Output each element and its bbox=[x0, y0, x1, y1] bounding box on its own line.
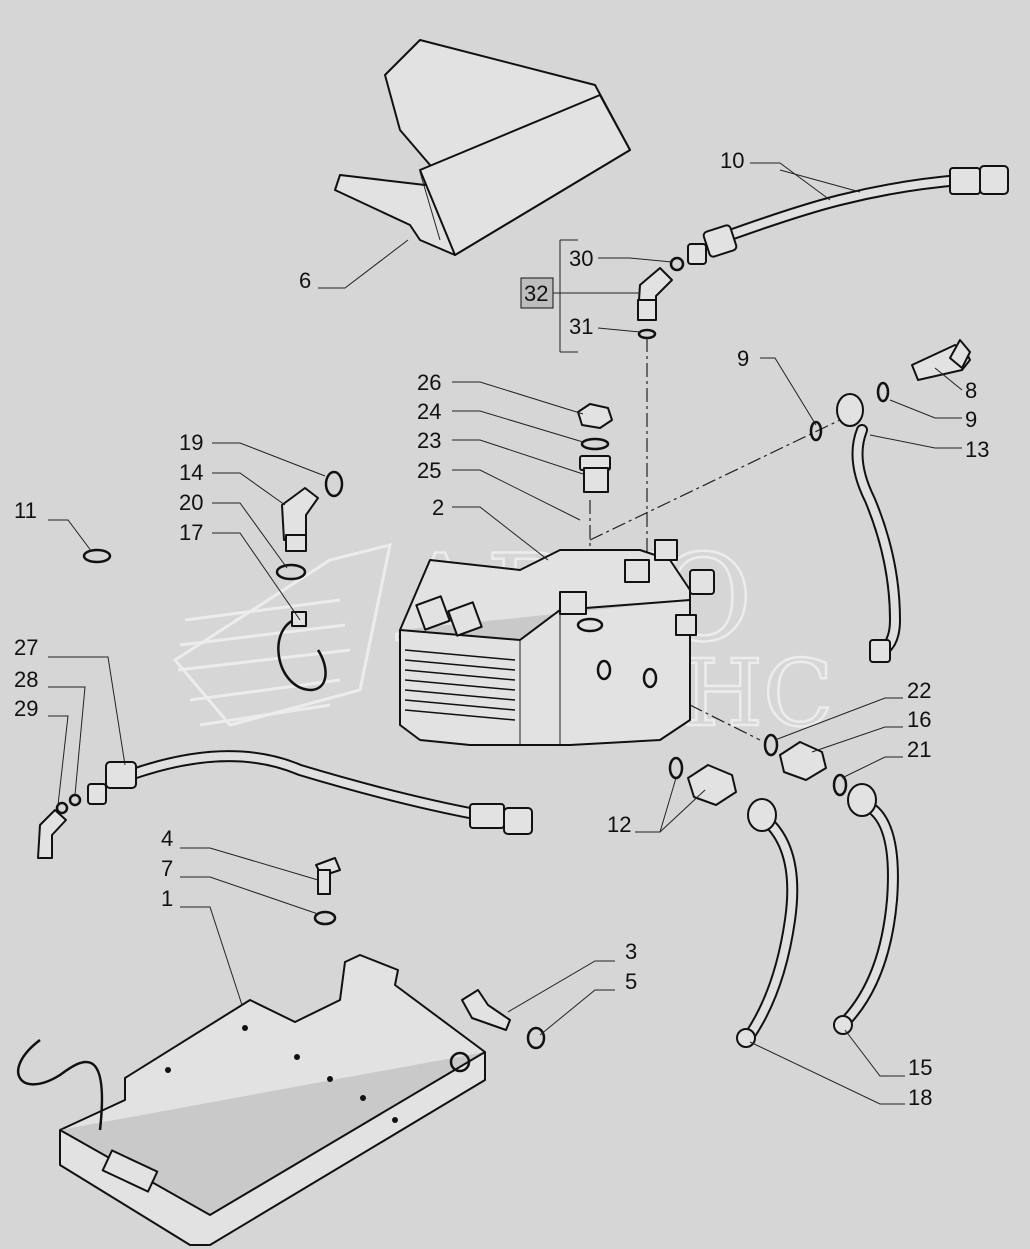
label-28: 28 bbox=[14, 667, 38, 692]
label-16: 16 bbox=[907, 707, 931, 732]
hose-27 bbox=[37, 750, 533, 859]
label-19: 19 bbox=[179, 430, 203, 455]
label-13: 13 bbox=[965, 437, 989, 462]
label-27: 27 bbox=[14, 635, 38, 660]
plug-stack bbox=[577, 403, 613, 493]
base-plate bbox=[17, 857, 546, 1246]
label-29: 29 bbox=[14, 696, 38, 721]
label-10: 10 bbox=[720, 148, 744, 173]
label-4: 4 bbox=[161, 826, 173, 851]
label-9-left: 9 bbox=[737, 346, 749, 371]
label-5: 5 bbox=[625, 969, 637, 994]
label-box-32 bbox=[520, 277, 554, 309]
label-30: 30 bbox=[569, 246, 593, 271]
label-24: 24 bbox=[417, 399, 441, 424]
label-23: 23 bbox=[417, 428, 441, 453]
label-12: 12 bbox=[607, 812, 631, 837]
leader-lines bbox=[48, 162, 963, 1105]
label-3: 3 bbox=[625, 939, 637, 964]
label-15: 15 bbox=[908, 1055, 932, 1080]
label-25: 25 bbox=[417, 458, 441, 483]
label-31: 31 bbox=[569, 314, 593, 339]
label-7: 7 bbox=[161, 856, 173, 881]
label-2: 2 bbox=[432, 495, 444, 520]
label-18: 18 bbox=[908, 1085, 932, 1110]
label-21: 21 bbox=[907, 737, 931, 762]
watermark-logo-icon bbox=[172, 542, 392, 727]
label-32: 32 bbox=[524, 281, 548, 306]
label-6: 6 bbox=[299, 268, 311, 293]
label-14: 14 bbox=[179, 460, 203, 485]
label-9-right: 9 bbox=[965, 407, 977, 432]
label-1: 1 bbox=[161, 886, 173, 911]
valve-block bbox=[399, 539, 715, 746]
label-17: 17 bbox=[179, 520, 203, 545]
label-8: 8 bbox=[965, 378, 977, 403]
hose-10 bbox=[669, 165, 1009, 272]
banjo-fitting-13 bbox=[809, 339, 971, 663]
label-22: 22 bbox=[907, 678, 931, 703]
label-11: 11 bbox=[14, 498, 37, 523]
left-fittings bbox=[82, 470, 344, 692]
callout-labels: 6 10 30 32 31 9 8 9 13 26 24 23 25 2 19 … bbox=[14, 148, 989, 1110]
hoses-15-18 bbox=[736, 783, 899, 1048]
elbow-fitting-32 bbox=[520, 239, 673, 353]
cover-plate bbox=[334, 39, 631, 256]
label-20: 20 bbox=[179, 490, 203, 515]
label-26: 26 bbox=[417, 370, 441, 395]
